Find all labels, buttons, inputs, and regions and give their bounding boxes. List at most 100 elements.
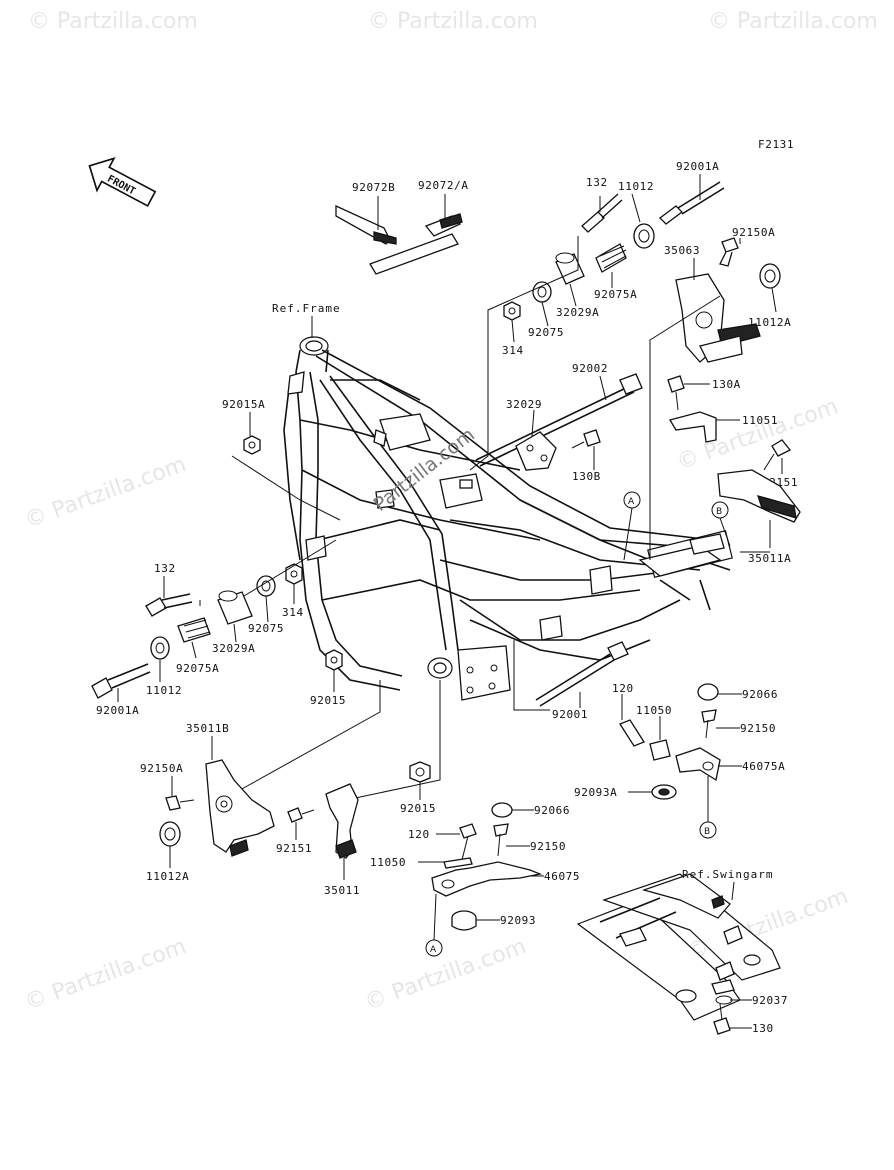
label-92072b: 92072B <box>352 181 395 194</box>
part-35063 <box>675 273 761 363</box>
part-92075a-top <box>595 243 627 273</box>
part-314-top <box>503 301 521 321</box>
label-130a: 130A <box>712 378 741 391</box>
part-92151-right <box>763 439 792 471</box>
label-35011: 35011 <box>324 884 360 897</box>
part-92093 <box>451 910 477 931</box>
part-132-top <box>581 193 623 233</box>
label-32029a-left: 32029A <box>212 642 255 655</box>
label-92001a-left: 92001A <box>96 704 139 717</box>
label-92015a: 92015A <box>222 398 265 411</box>
label-11050-low: 11050 <box>370 856 406 869</box>
label-11012a-top: 11012A <box>748 316 791 329</box>
label-132-top: 132 <box>586 176 608 189</box>
label-132-left: 132 <box>154 562 176 575</box>
label-130b: 130B <box>572 470 601 483</box>
callout-a-top-label: A <box>628 497 635 507</box>
part-92075-left <box>256 575 276 597</box>
label-92075a-top: 92075A <box>594 288 637 301</box>
watermark: © Partzilla.com <box>708 9 878 34</box>
part-92001 <box>535 641 629 707</box>
part-92075-top <box>532 281 552 303</box>
label-92001: 92001 <box>552 708 588 721</box>
label-92093: 92093 <box>500 914 536 927</box>
part-35011 <box>325 783 359 859</box>
label-130: 130 <box>752 1022 774 1035</box>
label-92037: 92037 <box>752 994 788 1007</box>
label-92075a-left: 92075A <box>176 662 219 675</box>
label-11051: 11051 <box>742 414 778 427</box>
part-92015a <box>243 435 261 455</box>
part-11051 <box>668 411 717 443</box>
watermark: © Partzilla.com <box>674 394 842 476</box>
ref-swingarm: Ref.Swingarm <box>682 868 773 881</box>
ref-frame: Ref.Frame <box>272 302 341 315</box>
label-120-top: 120 <box>612 682 634 695</box>
watermark: © Partzilla.com <box>362 934 530 1016</box>
label-46075a: 46075A <box>742 760 785 773</box>
callout-a-low-label: A <box>430 945 437 955</box>
main-frame <box>283 336 733 701</box>
label-11050-top: 11050 <box>636 704 672 717</box>
watermark: © Partzilla.com <box>368 9 538 34</box>
label-92150-low: 92150 <box>530 840 566 853</box>
part-92072 <box>335 204 463 275</box>
part-120-low <box>459 823 477 861</box>
label-92066-low: 92066 <box>534 804 570 817</box>
part-120-top <box>619 719 645 747</box>
part-92150a-left <box>165 795 195 811</box>
label-35011a: 35011A <box>748 552 791 565</box>
part-314-left <box>285 563 303 585</box>
part-92066-low <box>491 802 513 818</box>
part-46075a <box>675 747 721 782</box>
label-92150a-left: 92150A <box>140 762 183 775</box>
label-92015-mid: 92015 <box>310 694 346 707</box>
callout-b-low-label: B <box>704 827 710 837</box>
label-92066-top: 92066 <box>742 688 778 701</box>
callout-b-top-label: B <box>716 507 722 517</box>
part-92150-top <box>701 709 717 739</box>
part-11050-top <box>649 739 671 761</box>
part-92075a-left <box>177 617 211 643</box>
part-92002 <box>475 373 643 467</box>
label-32029a-top: 32029A <box>556 306 599 319</box>
part-130b <box>571 429 601 449</box>
label-314-top: 314 <box>502 344 524 357</box>
label-92150-top: 92150 <box>740 722 776 735</box>
watermark: © Partzilla.com <box>22 452 190 534</box>
part-32029 <box>515 431 557 471</box>
label-92002: 92002 <box>572 362 608 375</box>
part-92066-top <box>697 683 719 701</box>
label-35011b: 35011B <box>186 722 229 735</box>
label-92001a-top: 92001A <box>676 160 719 173</box>
watermark: © Partzilla.com <box>28 9 198 34</box>
callout-a-low <box>425 939 443 957</box>
part-92093a <box>651 784 677 800</box>
label-92075-left: 92075 <box>248 622 284 635</box>
part-11050-low <box>443 857 473 869</box>
diagram-id: F2131 <box>758 138 794 151</box>
label-92072a: 92072/A <box>418 179 469 192</box>
label-92015-low: 92015 <box>400 802 436 815</box>
label-11012-top: 11012 <box>618 180 654 193</box>
label-92151-left: 92151 <box>276 842 312 855</box>
label-35063: 35063 <box>664 244 700 257</box>
part-130a <box>667 375 685 411</box>
part-92151-left <box>287 807 315 823</box>
swingarm <box>576 873 781 1021</box>
part-92150a-top <box>719 237 739 267</box>
label-314-left: 314 <box>282 606 304 619</box>
label-120-low: 120 <box>408 828 430 841</box>
label-11012a-left: 11012A <box>146 870 189 883</box>
part-92001a-top <box>659 181 725 225</box>
label-32029: 32029 <box>506 398 542 411</box>
label-46075: 46075 <box>544 870 580 883</box>
part-130 <box>713 1003 731 1035</box>
part-32029a-top <box>555 252 585 285</box>
part-132-left <box>145 593 193 617</box>
label-92093a: 92093A <box>574 786 617 799</box>
watermark: © Partzilla.com <box>22 934 190 1016</box>
front-arrow-icon: FRONT <box>88 157 157 207</box>
label-92075-top: 92075 <box>528 326 564 339</box>
